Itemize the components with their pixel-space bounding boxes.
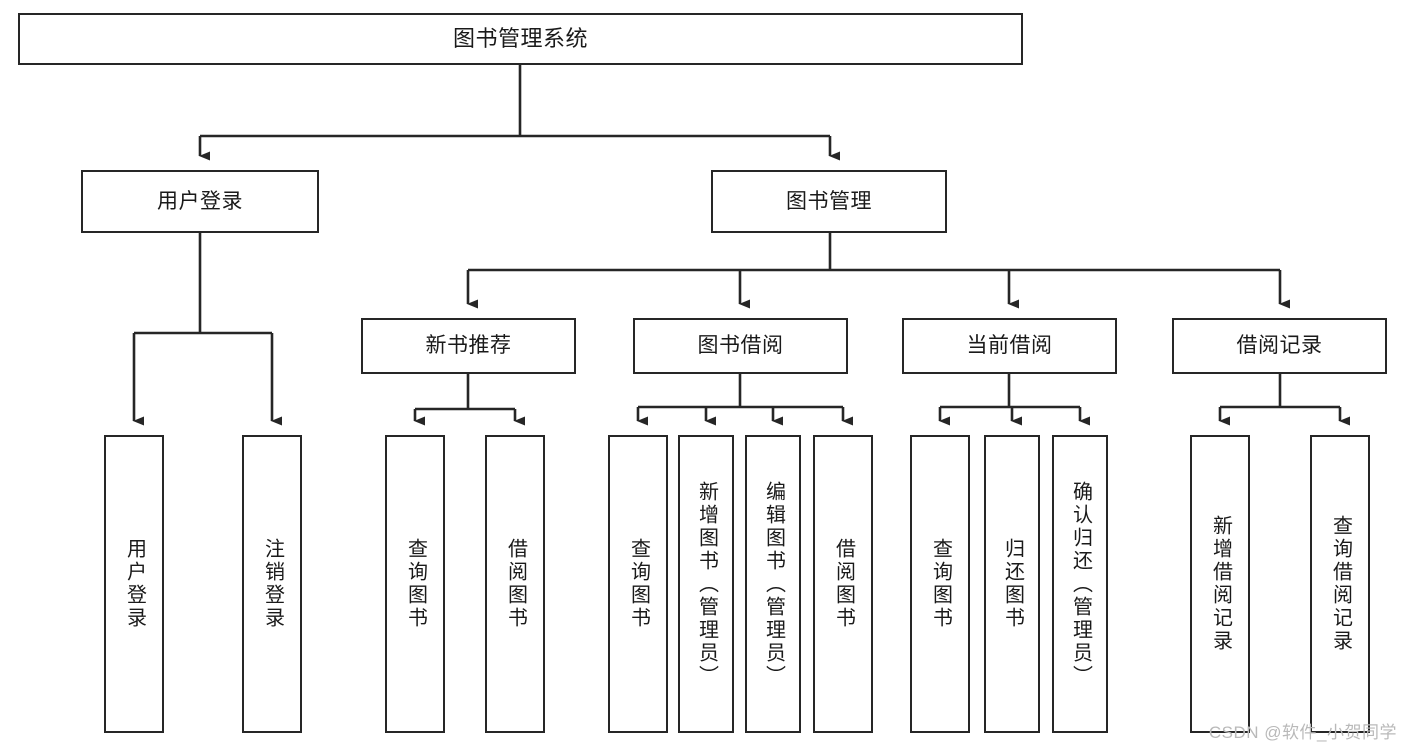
node-label: 图书借阅 — [697, 334, 784, 358]
node-leaf-user-login[interactable]: 用户登录 — [104, 435, 164, 733]
node-label: 当前借阅 — [966, 334, 1053, 358]
node-label: 新增图书（管理员） — [695, 480, 718, 688]
node-new-book-rec[interactable]: 新书推荐 — [361, 318, 576, 374]
node-leaf-return-book[interactable]: 归还图书 — [984, 435, 1040, 733]
node-leaf-edit-book[interactable]: 编辑图书（管理员） — [745, 435, 801, 733]
node-leaf-add-borrow-record[interactable]: 新增借阅记录 — [1190, 435, 1250, 733]
node-label: 查询借阅记录 — [1329, 515, 1352, 653]
node-leaf-query-book-borrow[interactable]: 查询图书 — [608, 435, 668, 733]
node-label: 查询图书 — [929, 538, 952, 630]
node-leaf-borrow-book-rec[interactable]: 借阅图书 — [485, 435, 545, 733]
node-label: 借阅记录 — [1236, 334, 1323, 358]
node-label: 图书管理 — [786, 189, 872, 213]
node-borrow-record[interactable]: 借阅记录 — [1172, 318, 1387, 374]
node-leaf-query-book-current[interactable]: 查询图书 — [910, 435, 970, 733]
node-label: 新书推荐 — [425, 334, 512, 358]
node-leaf-borrow-book-borrow[interactable]: 借阅图书 — [813, 435, 873, 733]
node-label: 查询图书 — [404, 538, 427, 630]
node-label: 用户登录 — [123, 538, 146, 630]
node-label: 新增借阅记录 — [1209, 515, 1232, 653]
node-user-login[interactable]: 用户登录 — [81, 170, 319, 233]
node-label: 归还图书 — [1001, 538, 1024, 630]
node-leaf-query-borrow-record[interactable]: 查询借阅记录 — [1310, 435, 1370, 733]
node-book-manage[interactable]: 图书管理 — [711, 170, 947, 233]
node-label: 注销登录 — [261, 538, 284, 630]
node-current-borrow[interactable]: 当前借阅 — [902, 318, 1117, 374]
node-label: 查询图书 — [627, 538, 650, 630]
node-label: 图书管理系统 — [452, 25, 588, 51]
node-label: 借阅图书 — [504, 538, 527, 630]
node-label: 确认归还（管理员） — [1069, 480, 1092, 688]
node-label: 借阅图书 — [832, 538, 855, 630]
node-leaf-confirm-return[interactable]: 确认归还（管理员） — [1052, 435, 1108, 733]
node-leaf-query-book-rec[interactable]: 查询图书 — [385, 435, 445, 733]
node-leaf-logout[interactable]: 注销登录 — [242, 435, 302, 733]
node-book-borrow[interactable]: 图书借阅 — [633, 318, 848, 374]
node-root-system[interactable]: 图书管理系统 — [18, 13, 1023, 65]
node-label: 编辑图书（管理员） — [762, 480, 785, 688]
node-leaf-add-book[interactable]: 新增图书（管理员） — [678, 435, 734, 733]
node-label: 用户登录 — [157, 189, 243, 213]
